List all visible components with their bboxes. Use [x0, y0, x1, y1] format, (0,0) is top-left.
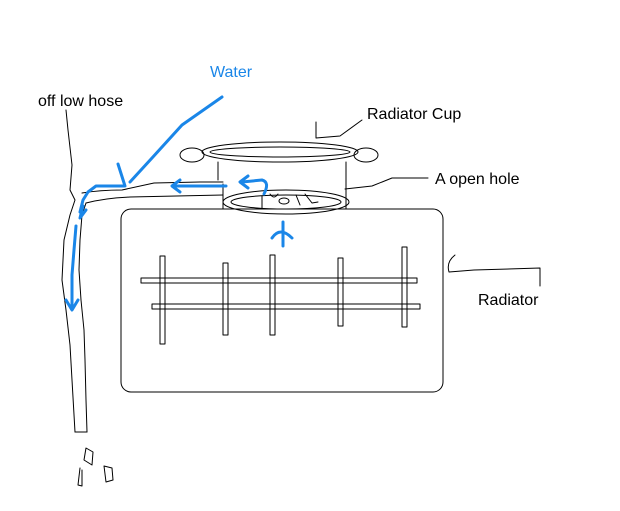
water-stream-line	[128, 95, 224, 184]
radiator-label: Radiator	[478, 292, 539, 309]
low-hose	[61, 109, 114, 487]
inflow-arrow-icon	[78, 162, 127, 220]
water-label: Water	[210, 64, 253, 81]
low-hose-label: off low hose	[38, 93, 124, 110]
cup-leader-line	[315, 119, 363, 139]
up-arrow-icon	[238, 174, 269, 196]
hole-leader-line	[344, 177, 429, 190]
open-hole-label: A open hole	[435, 171, 520, 188]
overflow-arrow-icon	[170, 178, 228, 194]
radiator-leader-line	[447, 254, 541, 287]
upward-bubble-icon	[270, 220, 294, 248]
downflow-arrow-icon	[64, 224, 80, 312]
radiator-cup-label: Radiator Cup	[367, 106, 462, 123]
radiator-core	[140, 246, 421, 345]
open-hole	[222, 183, 350, 215]
radiator-cup	[179, 141, 379, 197]
